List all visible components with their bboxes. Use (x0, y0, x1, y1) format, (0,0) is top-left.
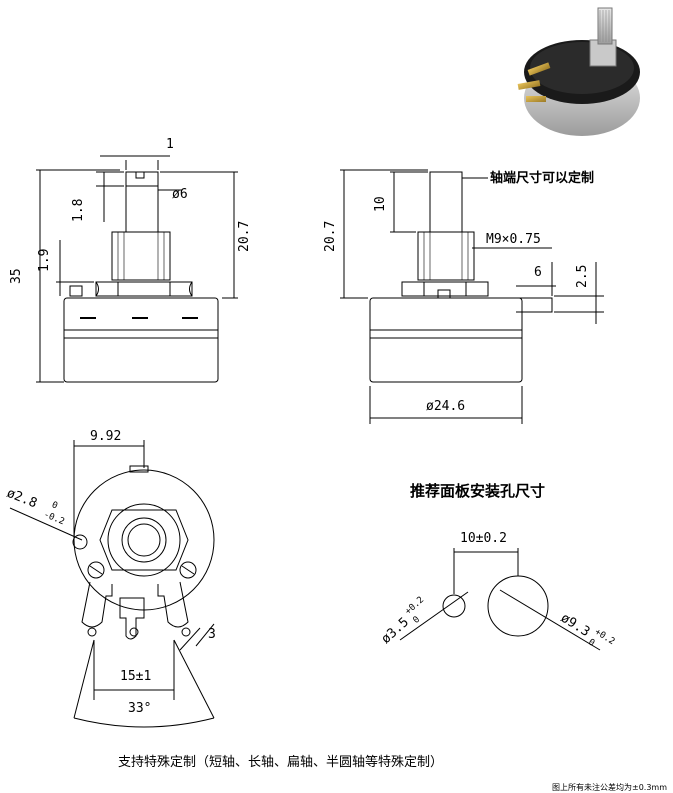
bottom-dim-pin-width: 3 (208, 627, 216, 642)
front-dim-total-height: 35 (9, 268, 24, 284)
front-dim-shaft-len: 20.7 (237, 221, 252, 252)
product-photo (517, 7, 640, 136)
bottom-dim-hole: ø2.8 0 -0.2 (5, 486, 66, 527)
front-dim-shaft-dia: ø6 (172, 187, 188, 202)
front-dim-top-flat: 1 (166, 137, 174, 152)
footer-tolerance-note: 图上所有未注公差均为±0.3mm (552, 782, 667, 792)
side-dim-tab-offset: 6 (534, 265, 542, 280)
side-dim-shaft-len: 10 (373, 196, 388, 212)
bottom-dim-pin-pitch: 15±1 (120, 669, 151, 684)
front-dim-flat-depth: 1.8 (71, 199, 86, 222)
side-dim-tab-height: 2.5 (575, 265, 590, 288)
panel-cutout-title: 推荐面板安装孔尺寸 (410, 482, 545, 500)
bottom-dim-angle: 33° (128, 701, 151, 716)
front-dim-bushing-step: 1.9 (37, 249, 52, 272)
bottom-dim-hole-tol-lower: -0.2 (42, 510, 66, 527)
bottom-dim-offset: 9.92 (90, 429, 121, 444)
bottom-dim-hole-value: ø2.8 (5, 486, 40, 512)
panel-dim-large-tol-upper: +0.2 (593, 627, 617, 647)
panel-dim-large-tol-lower: 0 (586, 637, 596, 648)
panel-cutout (399, 548, 601, 651)
panel-dim-small-tol-lower: 0 (411, 615, 422, 626)
footer-custom-note: 支持特殊定制（短轴、长轴、扁轴、半圆轴等特殊定制） (118, 754, 443, 770)
side-dim-thread: M9×0.75 (486, 232, 541, 247)
side-dim-body-dia: ø24.6 (426, 399, 465, 414)
bottom-view (9, 440, 215, 728)
side-dim-height: 20.7 (323, 221, 338, 252)
panel-dim-large-hole: ø9.3 +0.2 0 (558, 611, 617, 649)
side-view (340, 169, 604, 424)
panel-dim-spacing: 10±0.2 (460, 531, 507, 546)
side-note-shaft: 轴端尺寸可以定制 (490, 170, 594, 186)
panel-dim-small-hole-value: ø3.5 (379, 615, 412, 647)
front-view (36, 155, 238, 383)
panel-dim-small-tol-upper: +0.2 (403, 595, 426, 617)
bottom-dim-hole-tol-upper: 0 (50, 500, 59, 511)
